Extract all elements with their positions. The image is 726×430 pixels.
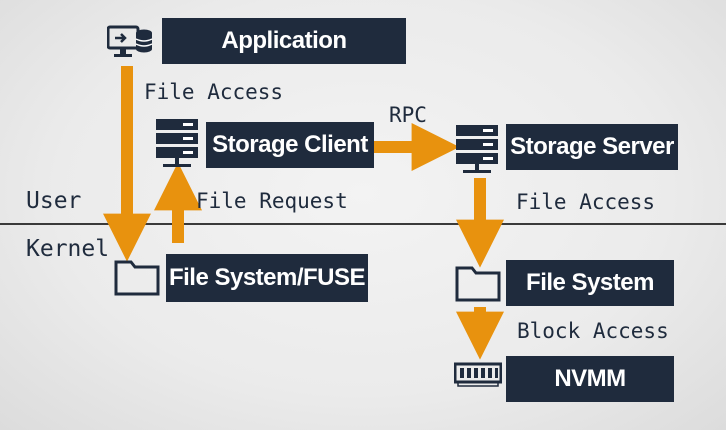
kernel-label: Kernel [26, 236, 110, 262]
storage-server-label: Storage Server [510, 133, 674, 160]
application-box: Application [162, 18, 406, 64]
file-access-label-right: File Access [516, 190, 656, 214]
server-stack-icon [455, 124, 499, 178]
storage-client-box: Storage Client [206, 122, 374, 168]
rpc-label: RPC [389, 103, 427, 127]
nvmm-box: NVMM [506, 356, 674, 402]
folder-icon [455, 264, 501, 306]
storage-server-box: Storage Server [506, 124, 678, 170]
user-kernel-divider [0, 223, 726, 225]
file-system-fuse-label: File System/FUSE [168, 264, 366, 291]
file-request-label: File Request [196, 189, 348, 213]
folder-icon [114, 258, 160, 300]
block-access-label: Block Access [517, 319, 669, 343]
server-stack-icon [155, 118, 199, 172]
file-system-box: File System [506, 260, 674, 306]
file-access-label-left: File Access [144, 80, 284, 104]
user-label: User [26, 188, 82, 214]
memory-chip-icon [453, 362, 503, 392]
storage-client-label: Storage Client [212, 131, 368, 158]
nvmm-label: NVMM [554, 365, 626, 392]
file-system-label: File System [526, 269, 654, 296]
application-label: Application [221, 27, 347, 54]
file-system-fuse-box: File System/FUSE [166, 254, 368, 302]
monitor-database-icon [106, 24, 153, 68]
